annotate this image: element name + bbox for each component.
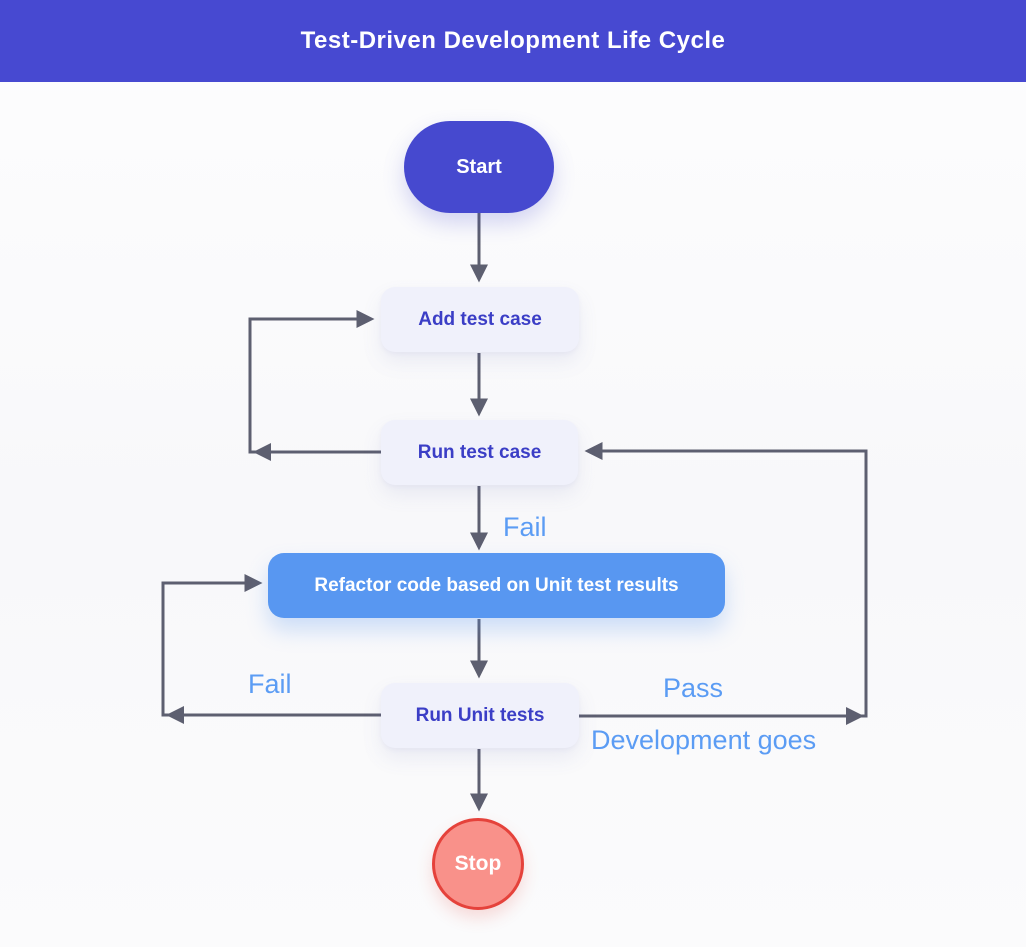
edge-label-development-goes: Development goes	[591, 725, 817, 755]
edge-loop-unit-fail-to-refactor	[161, 574, 381, 717]
node-start-label: Start	[456, 155, 502, 178]
edge-label-unit-test-pass: Pass	[663, 673, 724, 703]
edge-label-run-test-fail: Fail	[503, 512, 547, 542]
header-bar: Test-Driven Development Life Cycle	[0, 0, 1026, 82]
node-add-test-case: Add test case	[381, 287, 579, 352]
corner-arrowhead-unit-pass-loop	[846, 707, 864, 725]
node-run-unit-tests: Run Unit tests	[381, 683, 579, 748]
diagram-title: Test-Driven Development Life Cycle	[300, 27, 726, 54]
node-refactor-code-label: Refactor code based on Unit test results	[314, 574, 679, 596]
node-add-test-case-label: Add test case	[418, 308, 542, 330]
corner-arrowhead-run-test-loop	[253, 443, 271, 461]
edge-loop-run-test-to-add-test	[248, 310, 381, 454]
edge-label-unit-test-fail: Fail	[248, 669, 292, 699]
node-stop-label: Stop	[454, 852, 502, 875]
node-refactor-code: Refactor code based on Unit test results	[268, 553, 725, 618]
node-run-unit-tests-label: Run Unit tests	[415, 704, 545, 726]
edge-loop-unit-pass-to-run-test	[579, 442, 868, 718]
node-run-test-case-label: Run test case	[417, 441, 542, 463]
corner-arrowhead-unit-fail-loop	[166, 706, 184, 724]
node-stop: Stop	[432, 818, 524, 910]
node-start: Start	[404, 121, 554, 213]
node-run-test-case: Run test case	[381, 420, 578, 485]
